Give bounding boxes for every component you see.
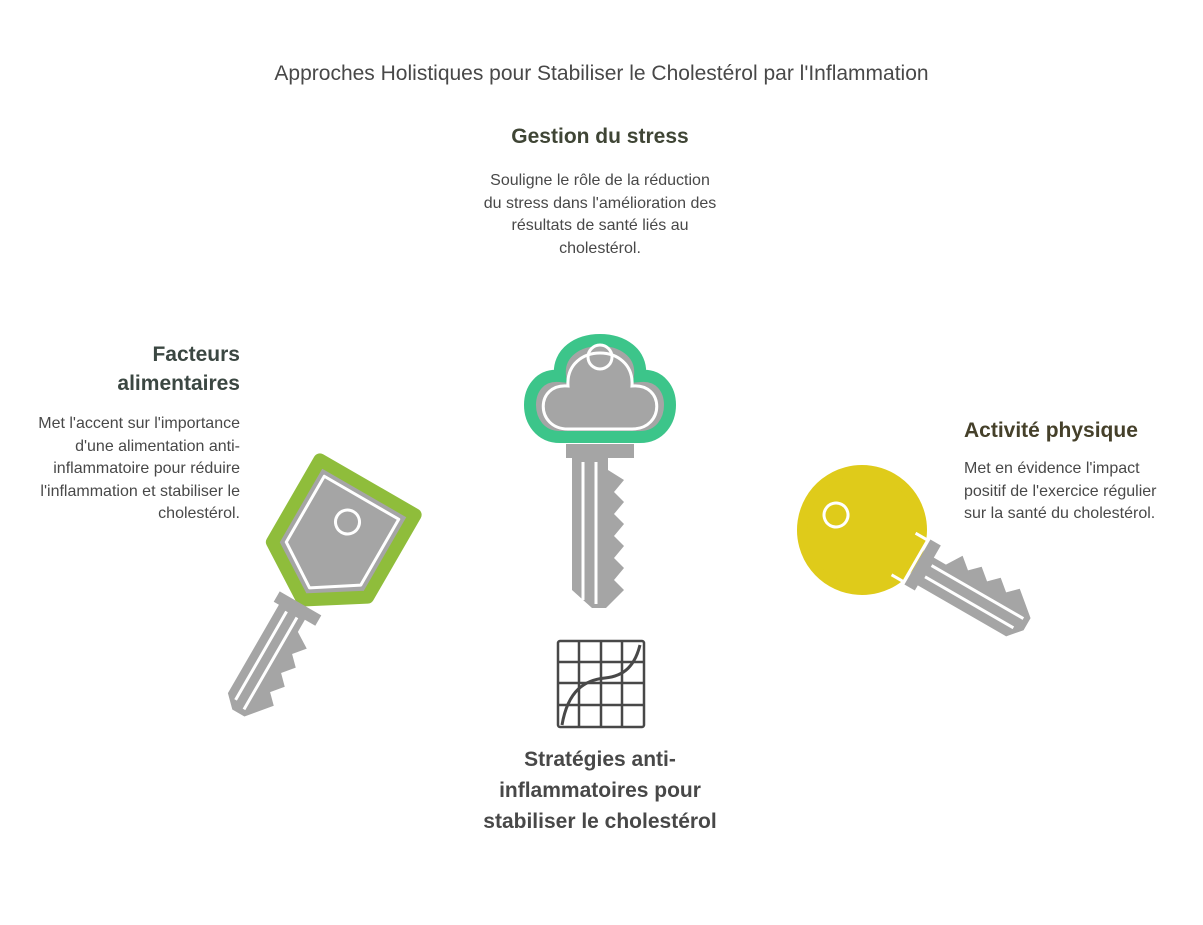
page-title: Approches Holistiques pour Stabiliser le… [274, 62, 929, 85]
food-description: Met l'accent sur l'importance d'une alim… [38, 415, 240, 522]
physical-activity-description: Met en évidence l'impact positif de l'ex… [964, 460, 1157, 522]
chart-grid-icon [556, 639, 646, 729]
physical-activity-key-icon [797, 465, 1031, 637]
stress-heading: Gestion du stress [511, 125, 689, 148]
physical-activity-heading: Activité physique [964, 419, 1138, 442]
stress-description: Souligne le rôle de la réduction du stre… [483, 172, 717, 257]
stress-key-icon [524, 334, 676, 608]
food-key-icon [227, 453, 422, 717]
center-label: Stratégies anti-inflammatoires pour stab… [483, 748, 717, 833]
food-heading: Facteurs alimentaires [117, 343, 240, 395]
